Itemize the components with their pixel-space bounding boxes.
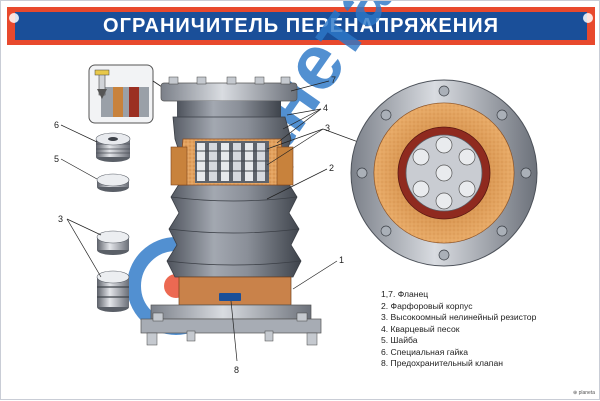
- callout-washer-label: 5: [54, 154, 59, 164]
- legend-item: 3. Высокоомный нелинейный резистор: [381, 312, 537, 322]
- title-bar-inner: ОГРАНИЧИТЕЛЬ ПЕРЕНАПРЯЖЕНИЯ: [15, 12, 587, 40]
- corner-logo-left-icon: [9, 13, 19, 23]
- resistor-disc-part: [96, 230, 130, 255]
- legend-item: 1,7. Фланец: [381, 289, 429, 299]
- left-callouts: [60, 124, 102, 278]
- safety-valve: [219, 293, 241, 301]
- legend-item: 2. Фарфоровый корпус: [381, 300, 473, 311]
- callout-nut-label: 6: [54, 120, 59, 130]
- legend-item: 6. Специальная гайка: [381, 346, 469, 357]
- special-nut-part: [95, 132, 131, 162]
- corner-logo-right-icon: [583, 13, 593, 23]
- legend: 1,7. Фланец 2. Фарфоровый корпус 3. Высо…: [381, 289, 596, 370]
- arrester-cutaway: [140, 76, 322, 346]
- callout-bottom-flange-label: 1: [339, 255, 344, 265]
- callout-sand-label: 4: [323, 103, 328, 113]
- mounting-plate: [140, 318, 322, 334]
- callout-parts-label: 3: [58, 214, 63, 224]
- callout-resistor-label: 3: [325, 123, 330, 133]
- resistor-columns: [412, 136, 476, 210]
- legend-item: 8. Предохранительный клапан: [381, 358, 503, 368]
- title-bar: ОГРАНИЧИТЕЛЬ ПЕРЕНАПРЯЖЕНИЯ: [7, 7, 595, 45]
- callout-valve-label: 8: [234, 365, 239, 375]
- cross-section-view: [350, 79, 538, 267]
- legend-item: 4. Кварцевый песок: [381, 323, 460, 334]
- sand-section-right: [276, 146, 294, 186]
- legend-item: 5. Шайба: [381, 335, 418, 345]
- flange-bolts: [356, 85, 532, 261]
- top-bolts: [168, 76, 291, 85]
- callout-porcelain-label: 2: [329, 163, 334, 173]
- washer-part: [96, 173, 130, 192]
- porcelain-neck: [177, 101, 281, 117]
- callout-top-flange-label: 7: [331, 75, 336, 85]
- valve-detail-inset: [88, 64, 172, 124]
- resistor-column: [195, 141, 269, 183]
- bottom-flange: [150, 304, 312, 320]
- sand-section-left: [170, 146, 188, 186]
- base-bolts: [146, 312, 318, 346]
- corner-badge: ⊕ planeta: [573, 390, 595, 396]
- resistor-stack-part: [96, 270, 130, 312]
- page-title: ОГРАНИЧИТЕЛЬ ПЕРЕНАПРЯЖЕНИЯ: [103, 14, 499, 37]
- top-flange: [160, 82, 298, 102]
